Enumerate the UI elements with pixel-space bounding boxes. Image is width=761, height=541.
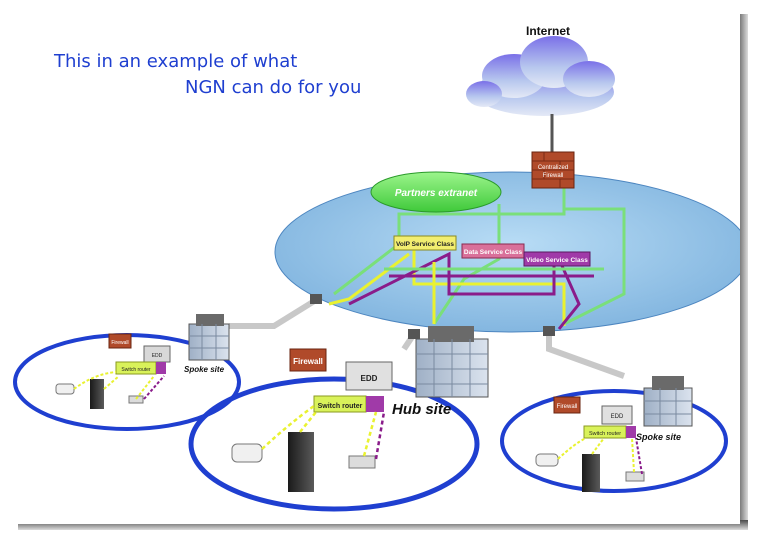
site-right-edd	[601, 405, 633, 425]
site-left: Firewall EDD Switch router Spoke site	[13, 314, 241, 431]
diagram-frame: Internet Partners extranet Centralized F…	[4, 4, 740, 524]
site-left-name: Spoke site	[184, 365, 225, 374]
site-hub-name: Hub site	[392, 401, 451, 418]
site-right-router-label: Switch router	[589, 431, 621, 437]
site-right-name: Spoke site	[636, 432, 681, 442]
site-right-ring	[500, 389, 728, 493]
building-icon	[643, 376, 693, 427]
firewall-icon	[289, 348, 327, 372]
data-service-class-label: Data Service Class	[464, 249, 523, 256]
frame-shadow-bottom	[18, 520, 748, 530]
site-hub-firewall-label: Firewall	[293, 357, 323, 366]
phone-icon	[231, 443, 263, 463]
caption-line-2: NGN can do for you	[185, 77, 362, 98]
site-hub-router-label: Switch router	[318, 403, 363, 410]
server-icon	[90, 379, 104, 409]
phone-icon	[535, 453, 559, 467]
voip-service-class-label: VoIP Service Class	[396, 241, 454, 248]
network-diagram: Internet Partners extranet Centralized F…	[13, 24, 740, 512]
internet-cloud: Internet	[466, 24, 615, 116]
server-icon	[582, 454, 600, 492]
camera-icon	[625, 471, 645, 482]
server-icon	[288, 432, 314, 492]
site-hub: Firewall EDD Switch router Hub site	[188, 326, 489, 512]
caption-line-1: This in an example of what	[54, 51, 298, 72]
site-right: Firewall EDD Switch router Spoke site	[500, 376, 728, 493]
data-service-class: Data Service Class	[461, 243, 525, 259]
site-hub-video-node	[366, 396, 384, 412]
building-icon	[415, 326, 489, 398]
site-hub-edd-label: EDD	[361, 374, 378, 383]
central-firewall: Centralized Firewall	[531, 151, 575, 189]
internet-label: Internet	[526, 24, 570, 38]
video-service-class-label: Video Service Class	[526, 257, 588, 264]
central-firewall-line1: Centralized	[538, 165, 568, 171]
cloud-icon	[466, 36, 615, 116]
video-service-class: Video Service Class	[523, 251, 591, 267]
connector-icon	[310, 294, 555, 339]
site-hub-ring	[188, 376, 480, 512]
firewall-icon	[553, 396, 581, 414]
phone-icon	[55, 383, 75, 395]
site-hub-edd	[345, 361, 393, 391]
data-path-2	[562, 184, 626, 326]
partners-extranet-label: Partners extranet	[395, 188, 478, 199]
building-icon	[188, 314, 230, 361]
voip-service-class: VoIP Service Class	[393, 235, 457, 251]
video-path	[348, 251, 556, 306]
site-left-video-node	[156, 362, 166, 374]
voip-path	[412, 249, 566, 326]
site-left-edd-label: EDD	[152, 353, 163, 359]
site-left-router-label: Switch router	[121, 367, 151, 373]
central-firewall-line2: Firewall	[543, 173, 564, 179]
site-right-firewall-label: Firewall	[557, 404, 578, 410]
site-left-firewall-label: Firewall	[111, 340, 128, 346]
partners-extranet: Partners extranet	[370, 171, 502, 213]
video-path-2	[557, 258, 581, 330]
firewall-icon	[531, 151, 575, 189]
site-right-video-node	[626, 426, 636, 438]
camera-icon	[128, 395, 144, 404]
camera-icon	[348, 455, 376, 469]
site-right-edd-label: EDD	[611, 414, 624, 420]
service-paths	[328, 184, 626, 330]
firewall-icon	[108, 333, 132, 349]
